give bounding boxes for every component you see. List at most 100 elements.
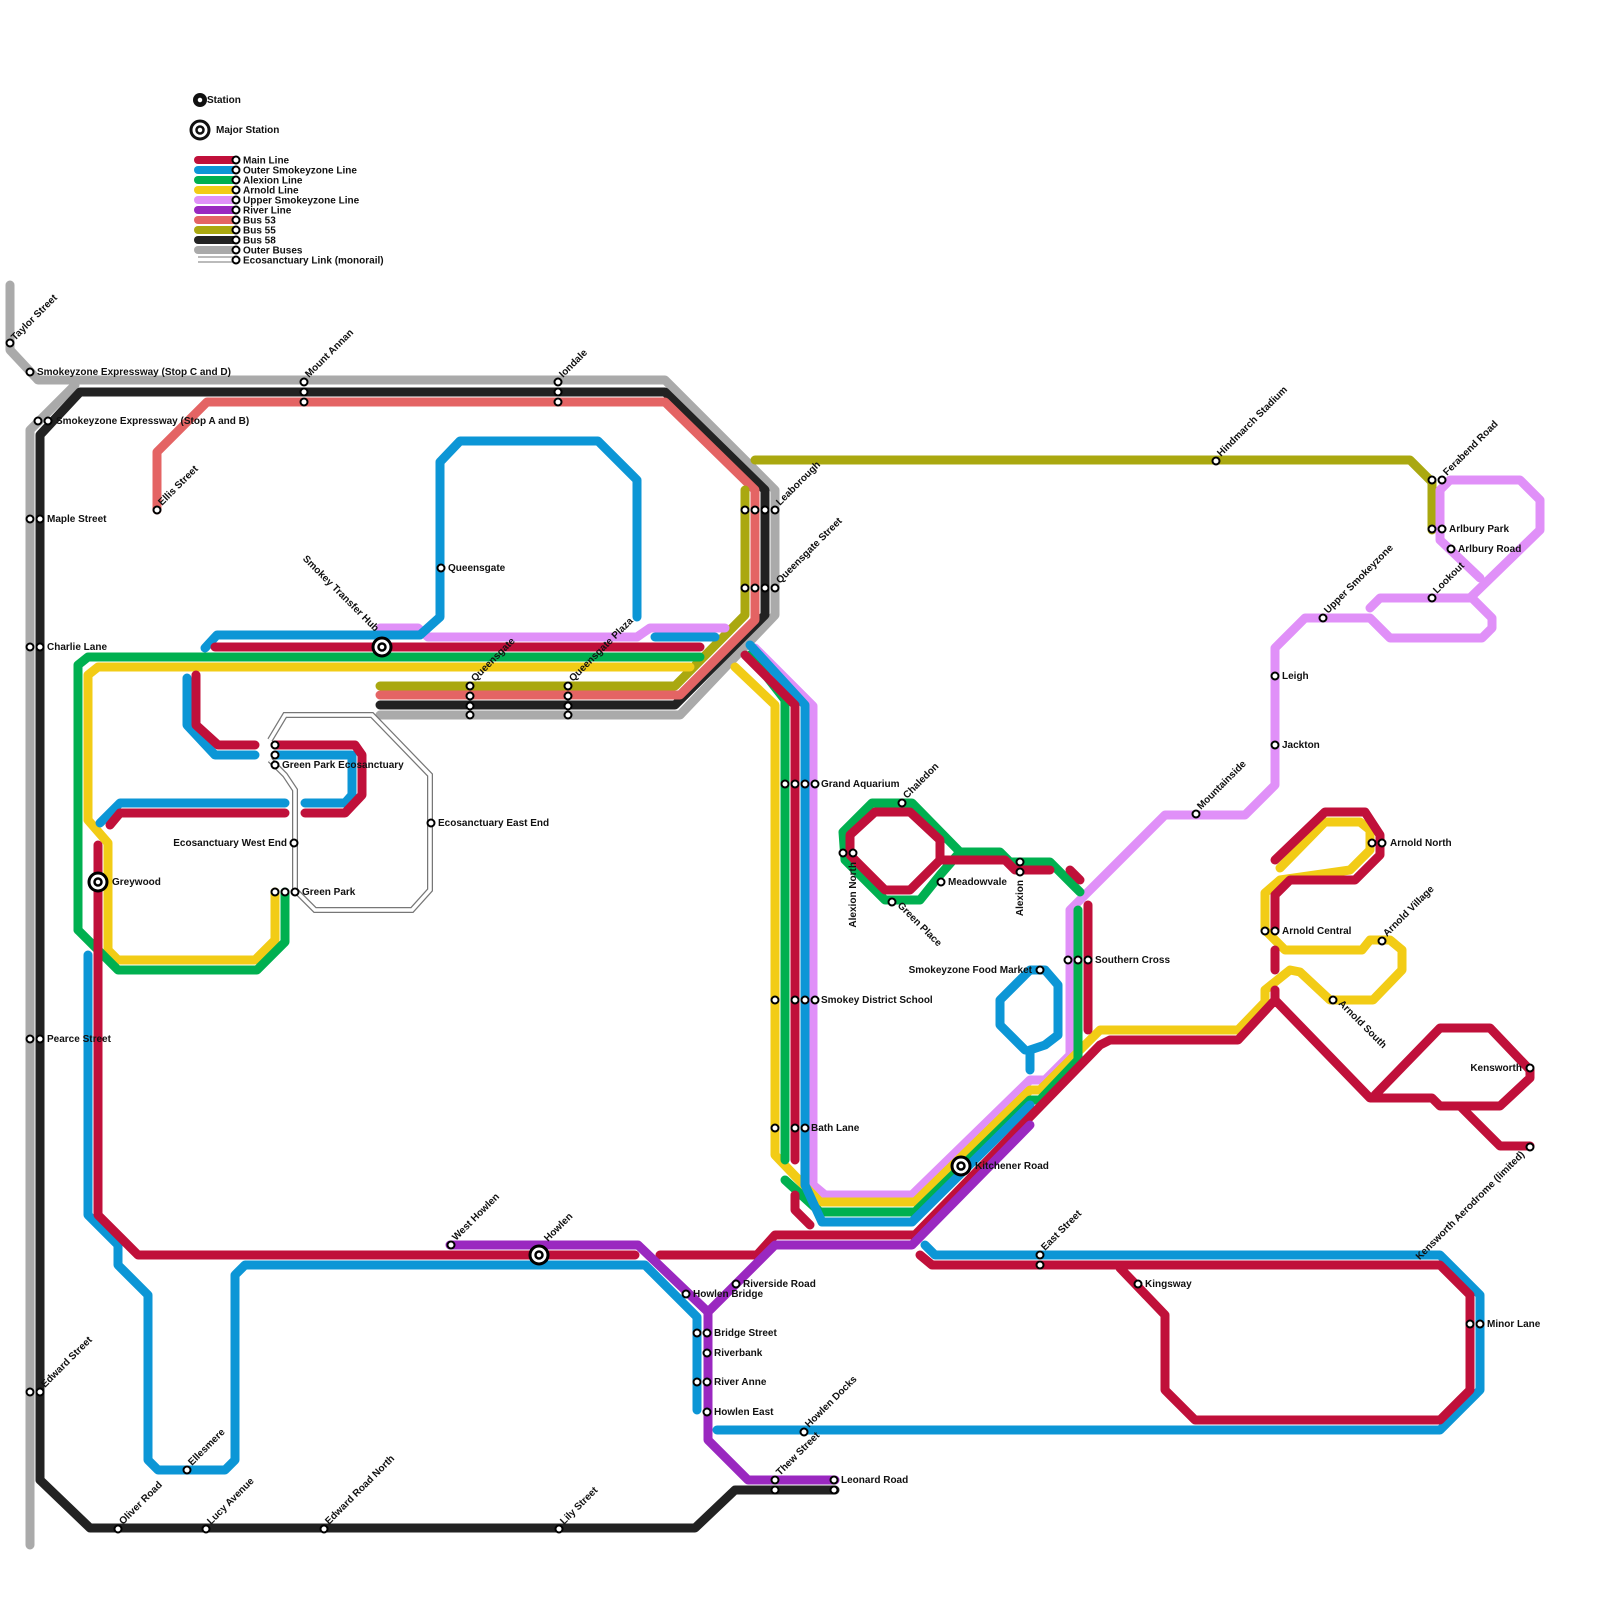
station-icon[interactable] — [1211, 456, 1221, 466]
station-icon[interactable] — [35, 1034, 45, 1044]
station-icon[interactable] — [1367, 838, 1377, 848]
station-icon[interactable] — [790, 995, 800, 1005]
station-icon[interactable] — [760, 583, 770, 593]
station-icon[interactable] — [25, 367, 35, 377]
station-icon[interactable] — [770, 583, 780, 593]
station-icon[interactable] — [465, 681, 475, 691]
station-icon[interactable] — [1427, 524, 1437, 534]
station-icon[interactable] — [289, 838, 299, 848]
station-icon[interactable] — [113, 1524, 123, 1534]
station-icon[interactable] — [1035, 1260, 1045, 1270]
station-icon[interactable] — [702, 1348, 712, 1358]
station[interactable]: Arnold South — [1328, 995, 1389, 1051]
station-icon[interactable] — [1377, 936, 1387, 946]
station[interactable]: Green Place — [887, 897, 944, 950]
station-icon[interactable] — [182, 1465, 192, 1475]
station-icon[interactable] — [897, 798, 907, 808]
station-icon[interactable] — [1525, 1142, 1535, 1152]
station-icon[interactable] — [201, 1524, 211, 1534]
station-icon[interactable] — [426, 818, 436, 828]
station[interactable]: Arnold Central — [1260, 926, 1352, 937]
station-icon[interactable] — [553, 397, 563, 407]
station-icon[interactable] — [270, 740, 280, 750]
station-icon[interactable] — [750, 583, 760, 593]
station[interactable]: Kensworth Aerodrome (limited) — [1414, 1142, 1535, 1263]
station-icon[interactable] — [1427, 475, 1437, 485]
station-icon[interactable] — [681, 1289, 691, 1299]
station-icon[interactable] — [446, 1240, 456, 1250]
station-icon[interactable] — [1191, 809, 1201, 819]
station-icon[interactable] — [800, 995, 810, 1005]
station-icon[interactable] — [838, 848, 848, 858]
station[interactable]: Leigh — [1270, 671, 1309, 682]
station[interactable]: Smokeyzone Expressway (Stop A and B) — [33, 416, 250, 427]
station-icon[interactable] — [563, 681, 573, 691]
station-icon[interactable] — [799, 1427, 809, 1437]
station[interactable]: Grand Aquarium — [780, 779, 900, 790]
station[interactable]: Riverbank — [702, 1348, 763, 1359]
station[interactable]: Chaledon — [897, 761, 942, 808]
station[interactable]: Southern Cross — [1063, 955, 1171, 966]
station-icon[interactable] — [770, 995, 780, 1005]
station-icon[interactable] — [770, 1485, 780, 1495]
station[interactable]: Kitchener Road — [950, 1155, 1049, 1177]
station-icon[interactable] — [25, 514, 35, 524]
station-icon[interactable] — [1083, 955, 1093, 965]
station-icon[interactable] — [800, 1123, 810, 1133]
station[interactable]: Howlen Bridge — [681, 1289, 764, 1300]
station-icon[interactable] — [152, 505, 162, 515]
station-icon[interactable] — [702, 1328, 712, 1338]
station[interactable]: Arlbury Road — [1446, 544, 1522, 555]
station-icon[interactable] — [1270, 926, 1280, 936]
station-icon[interactable] — [25, 1387, 35, 1397]
station-icon[interactable] — [1270, 671, 1280, 681]
station-icon[interactable] — [770, 1123, 780, 1133]
station[interactable]: Kingsway — [1133, 1279, 1193, 1290]
station[interactable]: Alexion — [1015, 857, 1026, 917]
station[interactable]: Hindmarch Stadium — [1211, 384, 1290, 466]
station-icon[interactable] — [1427, 593, 1437, 603]
station[interactable]: Leonard Road — [829, 1475, 909, 1495]
station-icon[interactable] — [760, 505, 770, 515]
station-icon[interactable] — [750, 505, 760, 515]
station[interactable]: Mountainside — [1191, 758, 1249, 819]
station-icon[interactable] — [465, 691, 475, 701]
station-icon[interactable] — [33, 416, 43, 426]
station-icon[interactable] — [563, 701, 573, 711]
station-icon[interactable] — [270, 760, 280, 770]
station-icon[interactable] — [1437, 475, 1447, 485]
station-icon[interactable] — [1328, 995, 1338, 1005]
station-icon[interactable] — [770, 1475, 780, 1485]
station-icon[interactable] — [465, 701, 475, 711]
station-icon[interactable] — [829, 1475, 839, 1485]
station-icon[interactable] — [554, 1524, 564, 1534]
station-icon[interactable] — [1465, 1319, 1475, 1329]
station-icon[interactable] — [43, 416, 53, 426]
station-icon[interactable] — [692, 1328, 702, 1338]
station-icon[interactable] — [299, 377, 309, 387]
station[interactable]: Riverside Road — [731, 1279, 816, 1290]
station[interactable]: West Howlen — [446, 1191, 502, 1250]
station[interactable]: Pearce Street — [25, 1034, 112, 1045]
station-icon[interactable] — [740, 583, 750, 593]
station[interactable]: Green Park — [270, 887, 356, 898]
station-icon[interactable] — [887, 897, 897, 907]
station-icon[interactable] — [936, 877, 946, 887]
station[interactable]: Queensgate — [436, 563, 506, 574]
station-icon[interactable] — [465, 710, 475, 720]
station-icon[interactable] — [810, 995, 820, 1005]
station-icon[interactable] — [790, 779, 800, 789]
station-icon[interactable] — [1270, 740, 1280, 750]
station[interactable]: Maple Street — [25, 514, 108, 525]
station-icon[interactable] — [1475, 1319, 1485, 1329]
station[interactable]: Ecosanctuary East End — [426, 818, 550, 829]
station-icon[interactable] — [563, 691, 573, 701]
station-icon[interactable] — [702, 1377, 712, 1387]
station-icon[interactable] — [790, 1123, 800, 1133]
station-icon[interactable] — [1035, 1250, 1045, 1260]
station[interactable]: Bath Lane — [770, 1123, 860, 1134]
station-icon[interactable] — [800, 779, 810, 789]
station-icon[interactable] — [1446, 544, 1456, 554]
station-icon[interactable] — [553, 387, 563, 397]
station[interactable]: Minor Lane — [1465, 1319, 1541, 1330]
